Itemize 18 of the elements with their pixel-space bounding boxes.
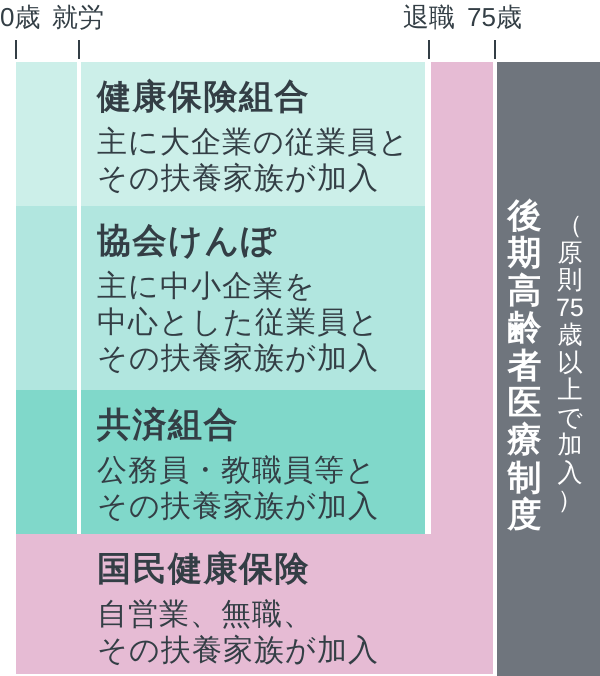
insurance-band (497, 62, 600, 676)
band-heading: 後期高齢者医療制度 (506, 198, 542, 535)
band-description: 主に大企業の従業員とその扶養家族が加入 (97, 125, 410, 197)
band-description: 公務員・教職員等とその扶養家族が加入 (97, 453, 379, 525)
band-note: （原則75歳以上で加入） (554, 212, 585, 514)
insurance-band (16, 390, 425, 534)
band-heading: 国民健康保険 (97, 550, 310, 588)
axis-label: 退職 (403, 2, 455, 32)
band-heading: 健康保険組合 (97, 78, 310, 116)
band-description: 主に中小企業を中心とした従業員とその扶養家族が加入 (97, 269, 380, 377)
band-heading: 協会けんぽ (97, 222, 278, 260)
axis-label: 就労 (52, 2, 104, 32)
axis-label: 0歳 (0, 2, 40, 32)
insurance-band (16, 206, 425, 390)
band-description: 自営業、無職、その扶養家族が加入 (97, 597, 379, 669)
band-heading: 共済組合 (97, 406, 239, 444)
axis-label: 75歳 (467, 2, 522, 32)
insurance-band (16, 62, 425, 206)
